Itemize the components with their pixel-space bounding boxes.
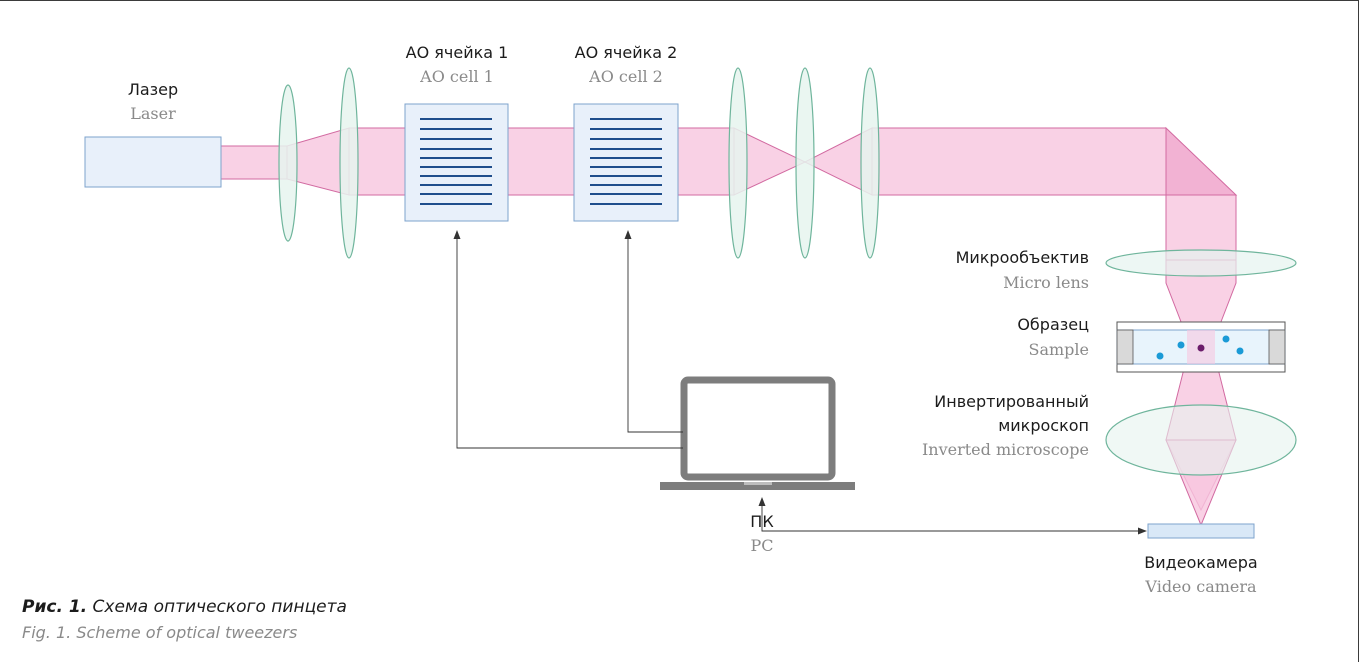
labels: Лазер Laser АО ячейка 1 AO cell 1 АО яче… — [128, 43, 1258, 596]
ao-cell-2 — [573, 103, 679, 222]
arrow-head-icon — [624, 230, 632, 239]
caption-ru: Рис. 1. Схема оптического пинцета — [22, 597, 347, 617]
lens-1 — [278, 84, 298, 242]
sample-chamber — [1116, 321, 1286, 373]
ao-cell-2-grating — [590, 118, 662, 205]
trapped-particle — [1197, 344, 1205, 352]
particle — [1156, 352, 1164, 360]
pc-label-en: PC — [750, 536, 773, 555]
inverted-microscope-label-ru-1: Инвертированный — [934, 392, 1089, 411]
pc-label-ru: ПК — [750, 512, 774, 531]
lens-2 — [339, 67, 359, 259]
ao-cell-1-box — [404, 103, 509, 222]
sample-label-ru: Образец — [1017, 315, 1089, 334]
caption-en: Fig. 1. Scheme of optical tweezers — [22, 623, 297, 642]
sample-wall-left — [1116, 329, 1134, 365]
sample-wall-right — [1268, 329, 1286, 365]
beam-segment — [871, 127, 1167, 196]
inverted-microscope-label-ru-2: микроскоп — [998, 416, 1089, 435]
lens-4 — [795, 67, 815, 259]
wire-pc-ao-cell-2 — [627, 238, 683, 433]
arrow-head-icon — [1138, 527, 1147, 535]
wire-camera-pc — [761, 505, 1140, 532]
laser-label-ru: Лазер — [128, 80, 178, 99]
wire-pc-ao-cell-1 — [456, 238, 683, 449]
lens-5 — [860, 67, 880, 259]
ao-cell-1 — [404, 103, 509, 222]
figure-caption: Рис. 1. Схема оптического пинцета Fig. 1… — [22, 597, 347, 642]
inverted-microscope-lens — [1105, 404, 1297, 476]
particle — [1236, 347, 1244, 355]
particle — [1177, 341, 1185, 349]
wire-arrowheads — [453, 230, 1147, 535]
mirror — [1165, 126, 1238, 196]
ao-cell-1-grating — [420, 118, 492, 205]
video-camera-box — [1147, 523, 1255, 539]
lens-3 — [728, 67, 748, 259]
laptop-screen — [680, 376, 836, 481]
micro-lens-label-ru: Микрообъектив — [956, 248, 1089, 267]
video-camera-label-en: Video camera — [1144, 577, 1257, 596]
beam-segment — [220, 145, 288, 180]
ao-cell-1-label-en: AO cell 1 — [419, 67, 494, 86]
inverted-microscope-label-en: Inverted microscope — [922, 440, 1089, 459]
ao-cell-2-label-ru: АО ячейка 2 — [575, 43, 678, 62]
micro-lens — [1105, 249, 1297, 277]
ao-cell-2-box — [573, 103, 679, 222]
laptop-notch — [744, 482, 772, 485]
laser-label-en: Laser — [130, 104, 176, 123]
laptop-base — [660, 482, 855, 490]
lenses — [278, 67, 880, 259]
control-wires — [456, 238, 1140, 532]
arrow-head-icon — [453, 230, 461, 239]
micro-lens-label-en: Micro lens — [1003, 273, 1089, 292]
sample-label-en: Sample — [1029, 340, 1090, 359]
pc-laptop-icon — [660, 376, 855, 490]
caption-ru-text: Схема оптического пинцета — [87, 597, 347, 617]
caption-ru-label: Рис. 1. — [22, 597, 87, 617]
particle — [1222, 335, 1230, 343]
ao-cell-1-label-ru: АО ячейка 1 — [406, 43, 509, 62]
arrow-head-icon — [758, 497, 766, 506]
laser-box — [84, 136, 222, 188]
video-camera-label-ru: Видеокамера — [1144, 553, 1257, 572]
ao-cell-2-label-en: AO cell 2 — [588, 67, 663, 86]
